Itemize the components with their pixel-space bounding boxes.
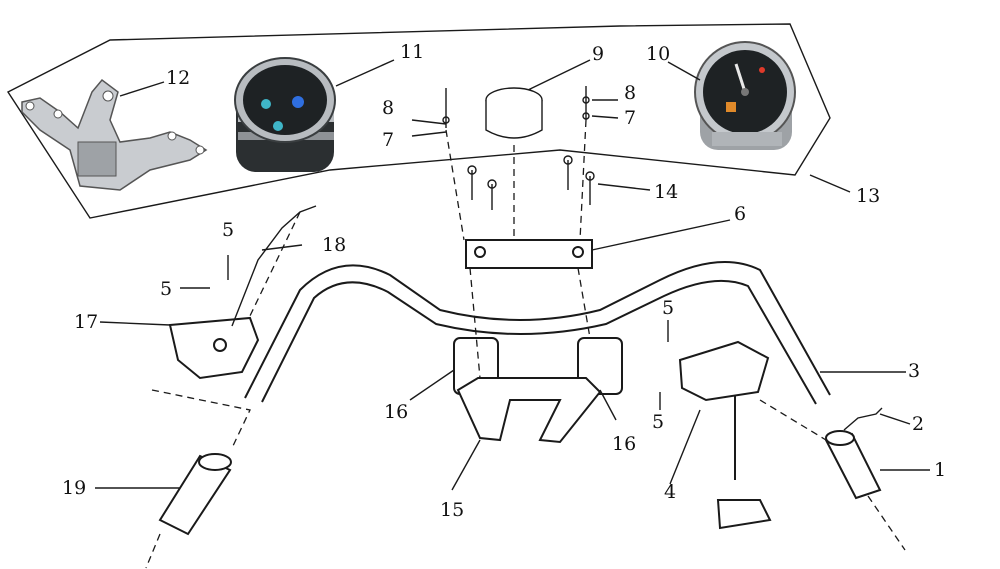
fuel-pump-icon [726, 102, 736, 112]
left-switch-part-17 [168, 316, 260, 380]
cable-part-18 [231, 205, 317, 327]
callout-3: 3 [908, 360, 920, 382]
callout-12: 12 [166, 67, 190, 89]
callout-5-right-bottom: 5 [652, 411, 664, 433]
callout-11: 11 [400, 41, 424, 63]
turn-signal-icon [261, 99, 271, 109]
lower-bracket-part-15 [456, 377, 602, 444]
bolts-part-14 [467, 155, 595, 210]
callout-7-right: 7 [624, 107, 636, 129]
callout-15: 15 [440, 499, 464, 521]
screws-part-7-8 [442, 86, 590, 128]
photo-parts-outline [6, 23, 831, 219]
callout-17: 17 [74, 311, 98, 333]
callout-5-left: 5 [160, 278, 172, 300]
callout-5-top: 5 [222, 219, 234, 241]
throttle-grip-part-1 [824, 430, 906, 551]
meter-cup-part-9 [485, 87, 543, 139]
callout-9: 9 [592, 43, 604, 65]
grip-part-19 [145, 453, 232, 569]
indicator-gauge-part-11 [234, 57, 336, 172]
callout-6: 6 [734, 203, 746, 225]
callout-16-left: 16 [384, 401, 408, 423]
instrument-bracket-part-12 [21, 78, 208, 191]
callout-16-right: 16 [612, 433, 636, 455]
callout-13: 13 [856, 185, 880, 207]
callout-18: 18 [322, 234, 346, 256]
callout-7-left: 7 [382, 129, 394, 151]
high-beam-icon [292, 96, 304, 108]
callout-2: 2 [912, 413, 924, 435]
fuel-gauge-part-10 [694, 41, 796, 150]
leader-lines [95, 59, 930, 491]
callout-8-left: 8 [382, 97, 394, 119]
holder-upper-part-6 [465, 239, 593, 269]
handlebar-part-3 [244, 261, 831, 405]
assembly-dashed-lines [151, 119, 827, 449]
callout-14: 14 [654, 181, 678, 203]
callout-1: 1 [934, 459, 946, 481]
throttle-cable-part-2 [843, 407, 883, 431]
right-switch-part-4 [678, 340, 772, 530]
callout-8-right: 8 [624, 82, 636, 104]
callout-5-right-top: 5 [662, 297, 674, 319]
callout-10: 10 [646, 43, 670, 65]
callout-19: 19 [62, 477, 86, 499]
neutral-icon [273, 121, 283, 131]
callout-4: 4 [664, 481, 676, 503]
